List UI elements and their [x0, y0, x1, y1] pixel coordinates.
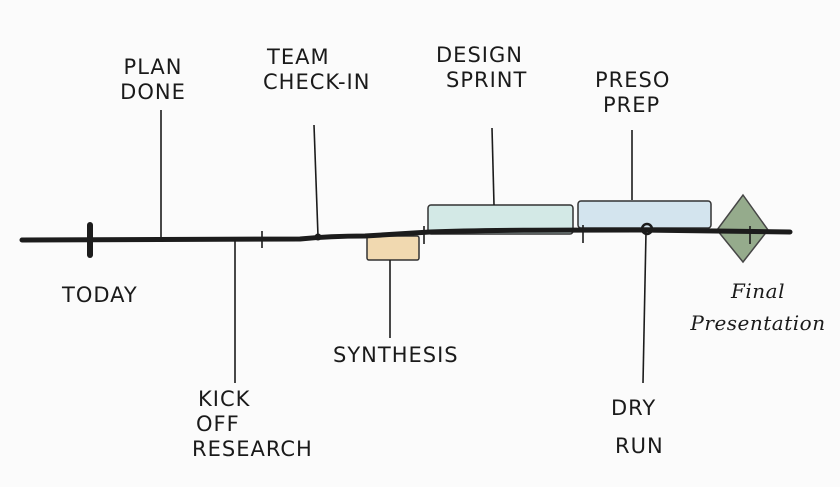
final-line-2: Presentation — [690, 311, 826, 335]
team-checkin-dot — [314, 233, 322, 241]
preso-prep-line-1: PRESO — [595, 68, 671, 92]
dry-run-leader — [642, 231, 647, 384]
team-checkin-line-2: CHECK-IN — [263, 70, 371, 94]
design-sprint-label: DESIGN SPRINT — [436, 43, 527, 93]
final-presentation-label: Final Presentation — [678, 275, 838, 339]
kickoff-label: KICK OFF RESEARCH — [192, 387, 313, 462]
final-line-1: Final — [731, 279, 785, 303]
design-sprint-line-1: DESIGN — [436, 43, 523, 67]
dry-run-dot — [640, 222, 654, 236]
team-checkin-leader — [313, 124, 319, 237]
kickoff-line-1: KICK — [198, 387, 251, 411]
design-sprint-block — [427, 204, 574, 235]
preso-prep-line-2: PREP — [603, 93, 661, 117]
dry-run-line-1: DRY — [611, 396, 657, 420]
today-label: TODAY — [62, 283, 138, 307]
design-sprint-leader — [491, 127, 495, 206]
team-checkin-label: TEAM CHECK-IN — [263, 45, 370, 95]
final-presentation-diamond — [716, 193, 769, 264]
plan-done-label: PLAN DONE — [118, 55, 188, 105]
preso-prep-label: PRESO PREP — [595, 68, 670, 118]
design-sprint-line-2: SPRINT — [446, 68, 528, 92]
kickoff-line-3: RESEARCH — [192, 437, 313, 461]
dry-run-line-2: RUN — [615, 434, 664, 458]
synthesis-label: SYNTHESIS — [333, 343, 459, 367]
plan-done-line-2: DONE — [120, 80, 186, 104]
synthesis-block — [366, 235, 420, 261]
team-checkin-line-1: TEAM — [267, 45, 330, 69]
plan-done-line-1: PLAN — [123, 55, 183, 79]
dry-run-label: DRY RUN — [611, 389, 664, 465]
kickoff-line-2: OFF — [196, 412, 240, 436]
